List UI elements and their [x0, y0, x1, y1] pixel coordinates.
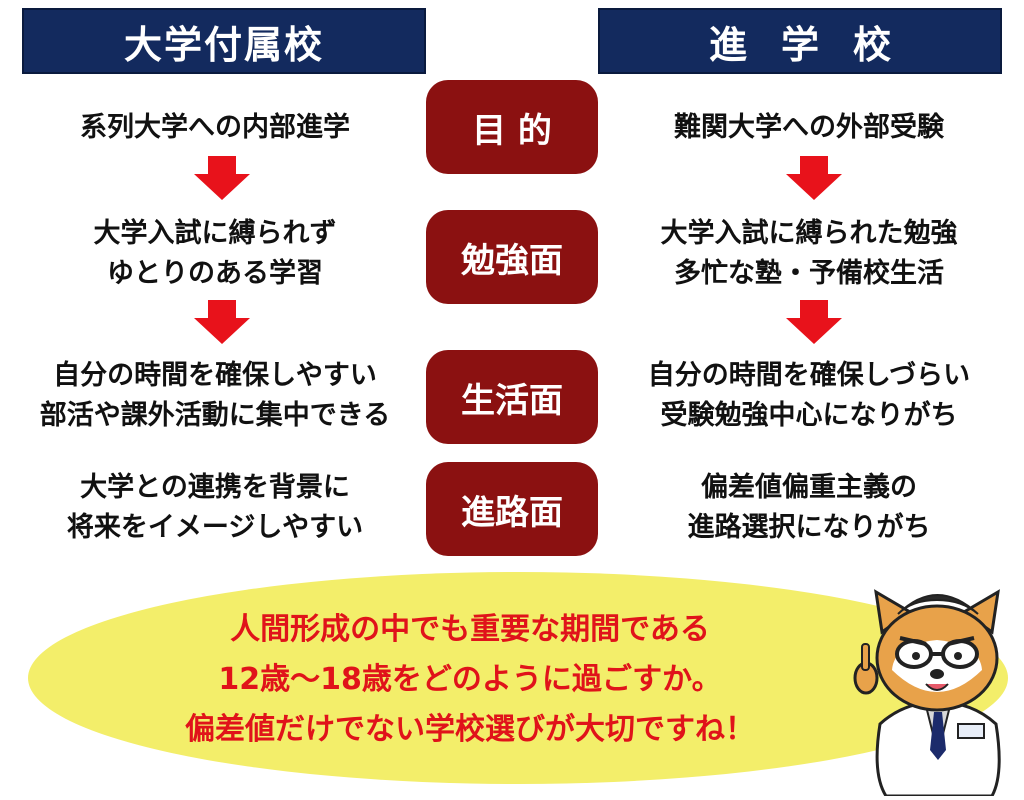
header-affiliated-school: 大学付属校 [22, 8, 426, 74]
speech-bubble [28, 572, 1008, 784]
right-study-text: 大学入試に縛られた勉強 多忙な塾・予備校生活 [660, 218, 958, 289]
label-study: 勉強面 [426, 210, 598, 304]
message-line-2: 12歳～18歳をどのように過ごすか。 [218, 662, 722, 697]
left-life-text: 自分の時間を確保しやすい 部活や課外活動に集中できる [39, 360, 391, 431]
label-career: 進路面 [426, 462, 598, 556]
left-purpose-text: 系列大学への内部進学 [80, 112, 350, 143]
dog-mascot-icon [853, 589, 1001, 796]
left-study-text: 大学入試に縛られず ゆとりのある学習 [93, 218, 337, 289]
label-purpose: 目 的 [426, 80, 598, 174]
right-purpose-text: 難関大学への外部受験 [674, 112, 944, 143]
right-career-text: 偏差値偏重主義の 進路選択になりがち [687, 472, 931, 543]
down-arrow-icon [194, 300, 250, 344]
header-prep-school: 進学校 [598, 8, 1002, 74]
down-arrow-icon [786, 300, 842, 344]
down-arrow-icon [786, 156, 842, 200]
message-line-3: 偏差値だけでない学校選びが大切ですね！ [185, 712, 755, 747]
down-arrow-icon [194, 156, 250, 200]
right-life-text: 自分の時間を確保しづらい 受験勉強中心になりがち [647, 360, 971, 431]
message-line-1: 人間形成の中でも重要な期間である [230, 612, 710, 647]
label-life: 生活面 [426, 350, 598, 444]
left-career-text: 大学との連携を背景に 将来をイメージしやすい [66, 472, 364, 543]
